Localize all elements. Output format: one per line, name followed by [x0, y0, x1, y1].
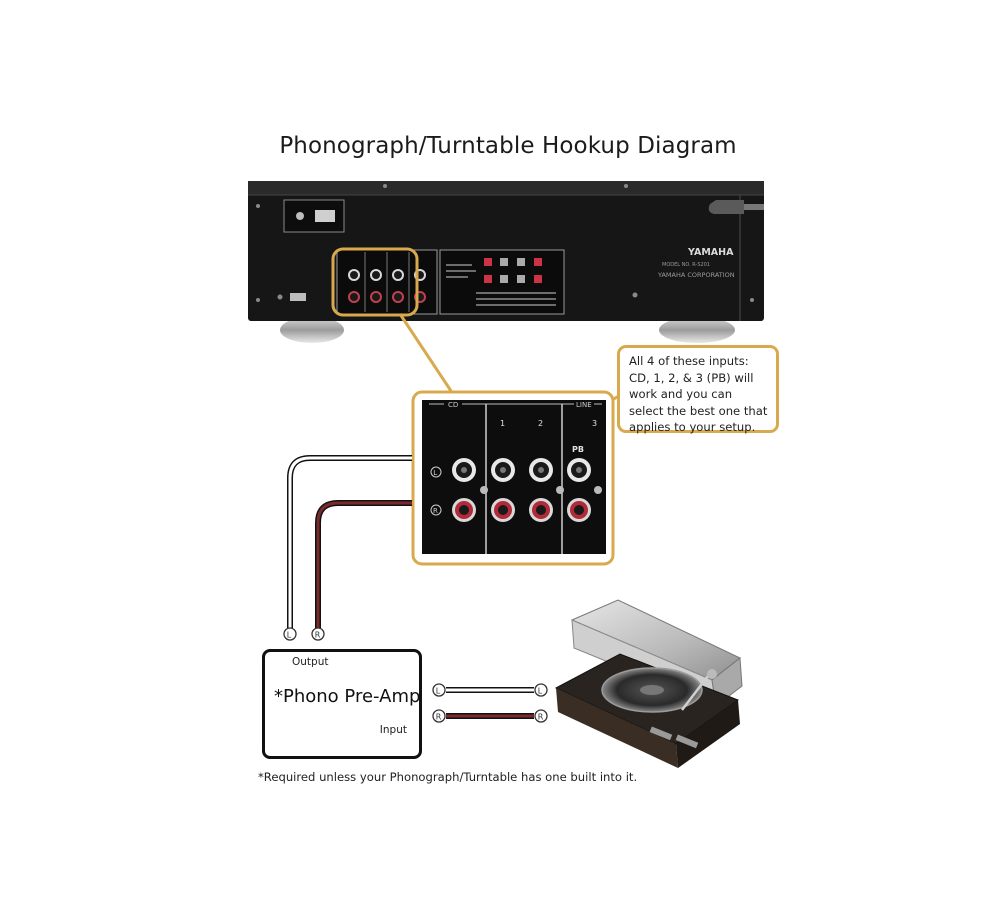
pb-label: PB: [572, 445, 584, 454]
footnote: *Required unless your Phonograph/Turntab…: [258, 770, 638, 784]
panel-right-label: R: [433, 507, 438, 515]
callout-line: applies to your setup.: [629, 420, 756, 434]
output-left-label: L: [287, 631, 292, 640]
cd-label: CD: [448, 401, 458, 409]
receiver-foot-right: [659, 317, 735, 343]
red-rca-jacks: [452, 498, 591, 522]
column-label-3: 3: [592, 419, 597, 428]
white-rca-jacks: [452, 458, 591, 482]
preamp-output-label: Output: [292, 656, 329, 668]
input-cables: L R L R: [432, 683, 548, 723]
preamp-in-left-label: L: [436, 687, 441, 696]
power-cord-plug: [708, 200, 744, 214]
output-right-label: R: [315, 631, 321, 640]
preamp-input-label: Input: [379, 724, 407, 736]
voltage-switch: [290, 293, 306, 301]
callout-line: work and you can: [629, 387, 733, 401]
receiver-foot-left: [280, 317, 344, 343]
callout-line: CD, 1, 2, & 3 (PB) will: [629, 370, 754, 385]
tonearm: [681, 675, 709, 711]
column-label-2: 2: [538, 419, 543, 428]
inputs-highlight: [331, 247, 419, 317]
zoom-connector: [398, 313, 453, 392]
line-label: LINE: [576, 401, 592, 409]
preamp-name: *Phono Pre-Amp: [274, 686, 421, 707]
inputs-callout: All 4 of these inputs: CD, 1, 2, & 3 (PB…: [617, 345, 779, 434]
receiver-rear-panel: YAMAHA MODEL NO. R-S201 YAMAHA CORPORATI…: [248, 181, 764, 343]
receiver-model: MODEL NO. R-S201: [662, 262, 710, 268]
zoomed-input-panel: CD LINE 1 2 3 PB L R: [411, 390, 615, 566]
phono-preamp-box: Output *Phono Pre-Amp Input: [262, 649, 422, 759]
turntable-left-label: L: [538, 687, 543, 696]
turntable: [554, 599, 743, 768]
turntable-right-label: R: [538, 713, 544, 722]
preamp-in-right-label: R: [436, 713, 442, 722]
receiver-maker: YAMAHA CORPORATION: [657, 271, 735, 279]
callout-line: select the best one that: [629, 403, 768, 418]
receiver-brand: YAMAHA: [687, 247, 734, 258]
output-cables: L R: [283, 455, 412, 641]
panel-left-label: L: [433, 469, 437, 477]
diagram-title: Phonograph/Turntable Hookup Diagram: [279, 133, 737, 159]
column-label-1: 1: [500, 419, 505, 428]
callout-line: All 4 of these inputs:: [629, 354, 749, 368]
